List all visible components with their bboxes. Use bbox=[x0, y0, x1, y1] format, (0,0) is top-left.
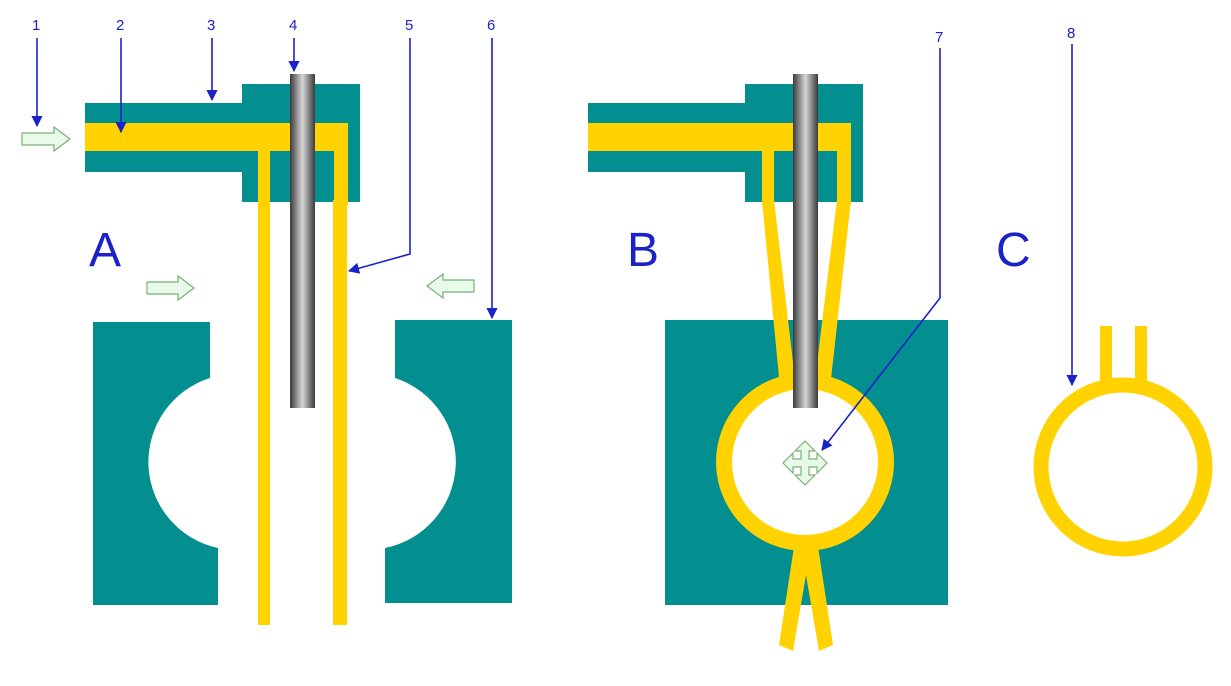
stage-c-group bbox=[1033, 326, 1213, 557]
bottle-neck-right-c bbox=[1135, 326, 1147, 391]
finished-bottle-c bbox=[1033, 377, 1213, 557]
stage-b-group bbox=[588, 74, 948, 651]
blow-pin-a bbox=[290, 74, 315, 408]
mold-half-right-a bbox=[385, 320, 512, 603]
die-channel-left-a bbox=[258, 145, 270, 205]
bottle-neck-left-c bbox=[1100, 326, 1112, 391]
callout-1: 1 bbox=[32, 17, 40, 34]
callout-7: 7 bbox=[935, 29, 943, 46]
callout-4: 4 bbox=[289, 17, 297, 34]
stage-a-group bbox=[85, 74, 512, 625]
pinch-tail-right-b bbox=[800, 540, 833, 651]
callout-2: 2 bbox=[116, 17, 124, 34]
callout-leaders bbox=[31, 38, 1078, 451]
die-channel-left-b bbox=[762, 145, 774, 205]
die-channel-right-b bbox=[837, 123, 851, 205]
pinch-tail-left-b bbox=[779, 540, 812, 651]
callout-3: 3 bbox=[207, 17, 215, 34]
right-arrow-icon bbox=[146, 274, 195, 302]
right-arrow-icon bbox=[21, 125, 71, 153]
leader-7 bbox=[821, 48, 941, 451]
left-arrow-icon bbox=[426, 272, 475, 300]
blow-pin-b bbox=[793, 74, 818, 408]
parison-wall-right-a bbox=[333, 200, 347, 625]
leader-5 bbox=[347, 38, 411, 274]
callout-8: 8 bbox=[1067, 25, 1075, 42]
die-channel-right-a bbox=[334, 123, 348, 205]
parison-neck-left-b bbox=[762, 200, 796, 388]
parison-neck-right-b bbox=[814, 200, 851, 388]
callout-6: 6 bbox=[487, 17, 495, 34]
callout-5: 5 bbox=[405, 17, 413, 34]
parison-wall-left-a bbox=[258, 200, 270, 625]
stage-label-c: C bbox=[996, 224, 1031, 277]
stage-label-b: B bbox=[627, 224, 659, 277]
four-way-expand-icon bbox=[782, 440, 828, 486]
stage-label-a: A bbox=[89, 224, 121, 277]
mold-half-left-a bbox=[93, 322, 218, 605]
